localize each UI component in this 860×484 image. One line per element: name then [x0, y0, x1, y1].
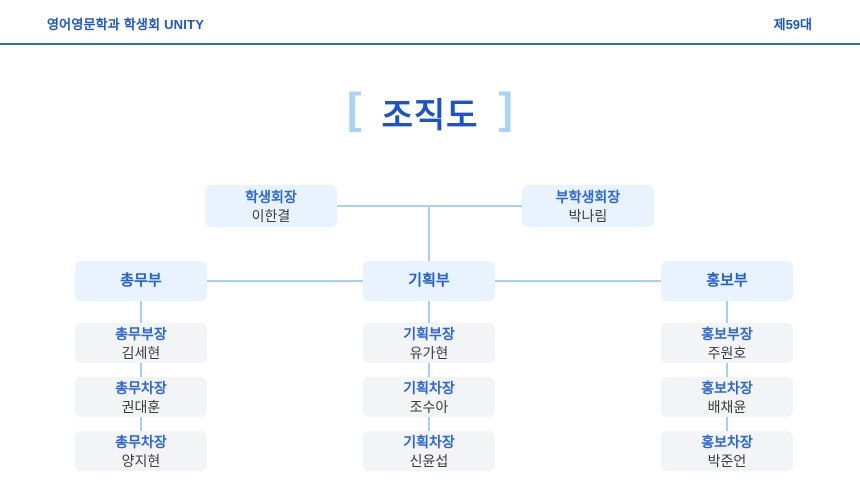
connector-col1-v2 [140, 363, 142, 377]
dept-box-chongmu: 총무부 [75, 261, 207, 301]
header-divider [0, 43, 860, 45]
dept-box-hongbo: 홍보부 [661, 261, 793, 301]
member-role: 기획부장 [403, 325, 455, 342]
president-box: 학생회장 이한결 [205, 185, 337, 227]
member-box: 총무부장 김세현 [75, 323, 207, 363]
member-role: 기획차장 [403, 379, 455, 396]
member-name: 주원호 [707, 344, 747, 361]
header-title: 영어영문학과 학생회 UNITY [47, 17, 205, 32]
member-box: 홍보차장 배채윤 [661, 377, 793, 417]
page-title: [ 조직도 ] [0, 86, 860, 138]
member-name: 유가현 [409, 344, 449, 361]
member-role: 기획차장 [403, 433, 455, 450]
member-role: 홍보부장 [701, 325, 753, 342]
member-role: 홍보차장 [701, 433, 753, 450]
member-name: 권대훈 [121, 398, 161, 415]
member-name: 박준언 [707, 452, 747, 469]
connector-col1-v1 [140, 301, 142, 323]
title-bracket-right: ] [498, 84, 514, 133]
vice-president-role: 부학생회장 [555, 188, 621, 205]
member-name: 양지현 [121, 452, 161, 469]
vice-president-name: 박나림 [568, 207, 608, 224]
member-name: 배채윤 [707, 398, 747, 415]
connector-col1-v3 [140, 417, 142, 431]
member-box: 총무차장 권대훈 [75, 377, 207, 417]
member-name: 신윤섭 [409, 452, 449, 469]
member-box: 홍보차장 박준언 [661, 431, 793, 471]
president-role: 학생회장 [245, 188, 297, 205]
member-name: 조수아 [409, 398, 449, 415]
connector-col2-v3 [428, 417, 430, 431]
member-role: 홍보차장 [701, 379, 753, 396]
dept-box-gihoek: 기획부 [363, 261, 495, 301]
member-name: 김세현 [121, 344, 161, 361]
connector-col3-v2 [726, 363, 728, 377]
member-box: 기획부장 유가현 [363, 323, 495, 363]
connector-dept-left-h [207, 280, 363, 282]
member-role: 총무차장 [115, 379, 167, 396]
member-box: 기획차장 신윤섭 [363, 431, 495, 471]
page-title-text: 조직도 [381, 96, 479, 135]
connector-president-v [428, 206, 430, 262]
member-box: 기획차장 조수아 [363, 377, 495, 417]
member-role: 총무부장 [115, 325, 167, 342]
member-box: 총무차장 양지현 [75, 431, 207, 471]
connector-col3-v3 [726, 417, 728, 431]
dept-label-hongbo: 홍보부 [706, 272, 748, 289]
title-bracket-left: [ [346, 84, 362, 133]
member-box: 홍보부장 주원호 [661, 323, 793, 363]
president-name: 이한결 [251, 207, 291, 224]
header-edition-label: 제59대 [773, 17, 812, 32]
member-role: 총무차장 [115, 433, 167, 450]
connector-col3-v1 [726, 301, 728, 323]
vice-president-box: 부학생회장 박나림 [522, 185, 654, 227]
dept-label-gihoek: 기획부 [408, 272, 450, 289]
connector-dept-right-h [493, 280, 661, 282]
connector-col2-v2 [428, 363, 430, 377]
connector-col2-v1 [428, 301, 430, 323]
dept-label-chongmu: 총무부 [120, 272, 162, 289]
